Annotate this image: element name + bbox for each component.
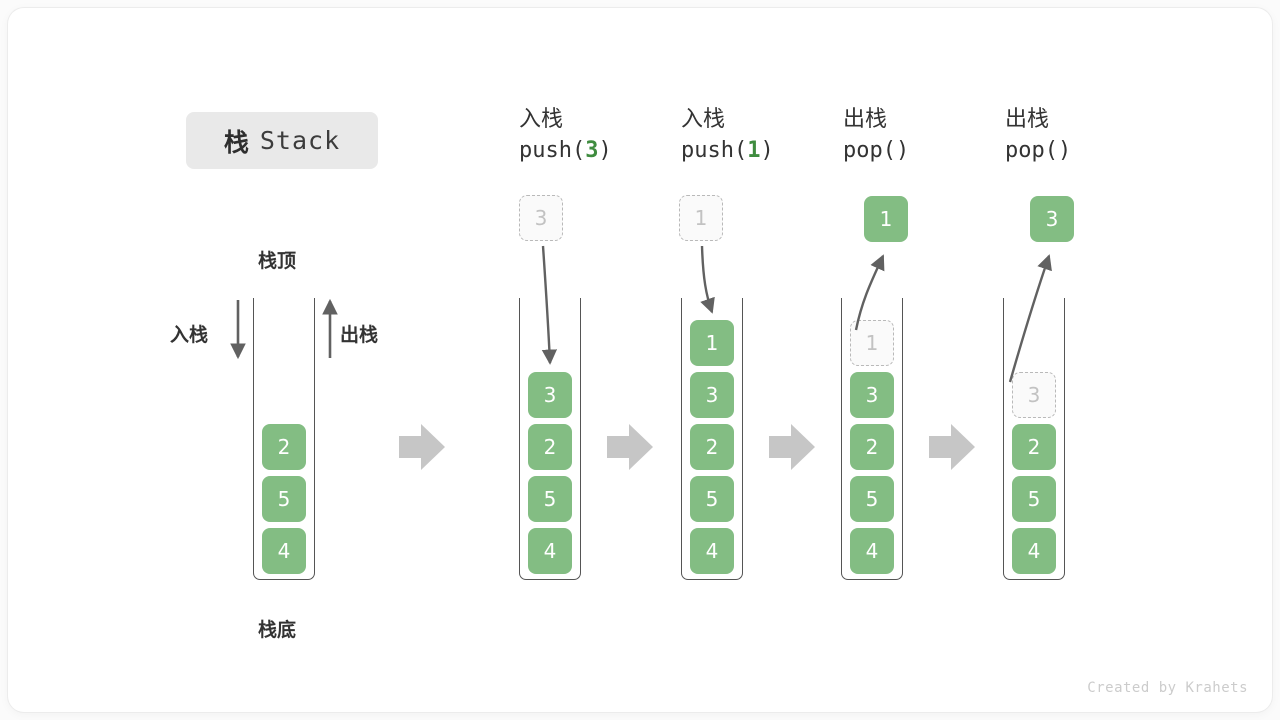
stack-cell: 3 bbox=[528, 372, 572, 418]
stack-cell: 5 bbox=[1012, 476, 1056, 522]
step-header: 入栈 push(1) bbox=[681, 105, 851, 167]
step-op-code-suffix: ) bbox=[598, 138, 612, 163]
floating-cell: 3 bbox=[1030, 196, 1074, 242]
step-op-cn: 出栈 bbox=[843, 107, 888, 132]
step-op-code-suffix: ) bbox=[1057, 138, 1072, 163]
push-direction-label: 入栈 bbox=[170, 324, 209, 346]
watermark: Created by Krahets bbox=[1087, 680, 1248, 696]
step-op-code-prefix: pop( bbox=[1005, 138, 1058, 163]
step-op-code-suffix: ) bbox=[895, 138, 910, 163]
stack-cell: 3 bbox=[850, 372, 894, 418]
step-header: 入栈 push(3) bbox=[519, 105, 689, 167]
step-op-code: pop() bbox=[1005, 135, 1175, 167]
stack-cell: 5 bbox=[850, 476, 894, 522]
stack-cell: 4 bbox=[528, 528, 572, 574]
stack-container-initial bbox=[253, 298, 315, 580]
step-op-code-arg: 1 bbox=[747, 138, 761, 163]
step-op-code-prefix: pop( bbox=[843, 138, 896, 163]
step-header: 出栈 pop() bbox=[843, 105, 1013, 167]
figure-title-en: Stack bbox=[259, 126, 341, 155]
step-op-code-suffix: ) bbox=[760, 138, 774, 163]
stack-cell: 2 bbox=[528, 424, 572, 470]
figure-title-cn: 栈 bbox=[223, 127, 250, 157]
stack-cell: 3 bbox=[690, 372, 734, 418]
stack-cell: 4 bbox=[850, 528, 894, 574]
step-op-cn: 入栈 bbox=[681, 107, 726, 132]
stack-cell: 1 bbox=[850, 320, 894, 366]
stack-container bbox=[519, 298, 581, 580]
stack-cell: 4 bbox=[262, 528, 306, 574]
figure-title-chip: 栈 Stack bbox=[186, 112, 378, 169]
stack-bottom-label: 栈底 bbox=[258, 619, 297, 641]
step-op-code-prefix: push( bbox=[519, 138, 586, 163]
stack-cell: 2 bbox=[262, 424, 306, 470]
step-op-code-prefix: push( bbox=[681, 138, 748, 163]
stack-container bbox=[1003, 298, 1065, 580]
stack-cell: 2 bbox=[690, 424, 734, 470]
step-op-code: pop() bbox=[843, 135, 1013, 167]
step-op-code-arg: 3 bbox=[585, 138, 599, 163]
stack-cell: 5 bbox=[690, 476, 734, 522]
stack-cell: 5 bbox=[528, 476, 572, 522]
stack-cell: 1 bbox=[690, 320, 734, 366]
stack-cell: 4 bbox=[1012, 528, 1056, 574]
stack-cell: 5 bbox=[262, 476, 306, 522]
stack-top-label: 栈顶 bbox=[258, 250, 297, 272]
stack-container bbox=[841, 298, 903, 580]
pop-direction-label: 出栈 bbox=[340, 324, 379, 346]
step-op-cn: 出栈 bbox=[1005, 107, 1050, 132]
stack-cell: 2 bbox=[1012, 424, 1056, 470]
stack-cell: 3 bbox=[1012, 372, 1056, 418]
floating-cell: 1 bbox=[679, 195, 723, 241]
stack-cell: 4 bbox=[690, 528, 734, 574]
stack-container bbox=[681, 298, 743, 580]
step-header: 出栈 pop() bbox=[1005, 105, 1175, 167]
step-op-code: push(3) bbox=[519, 135, 689, 167]
step-op-code: push(1) bbox=[681, 135, 851, 167]
step-op-cn: 入栈 bbox=[519, 107, 564, 132]
stack-cell: 2 bbox=[850, 424, 894, 470]
floating-cell: 3 bbox=[519, 195, 563, 241]
floating-cell: 1 bbox=[864, 196, 908, 242]
